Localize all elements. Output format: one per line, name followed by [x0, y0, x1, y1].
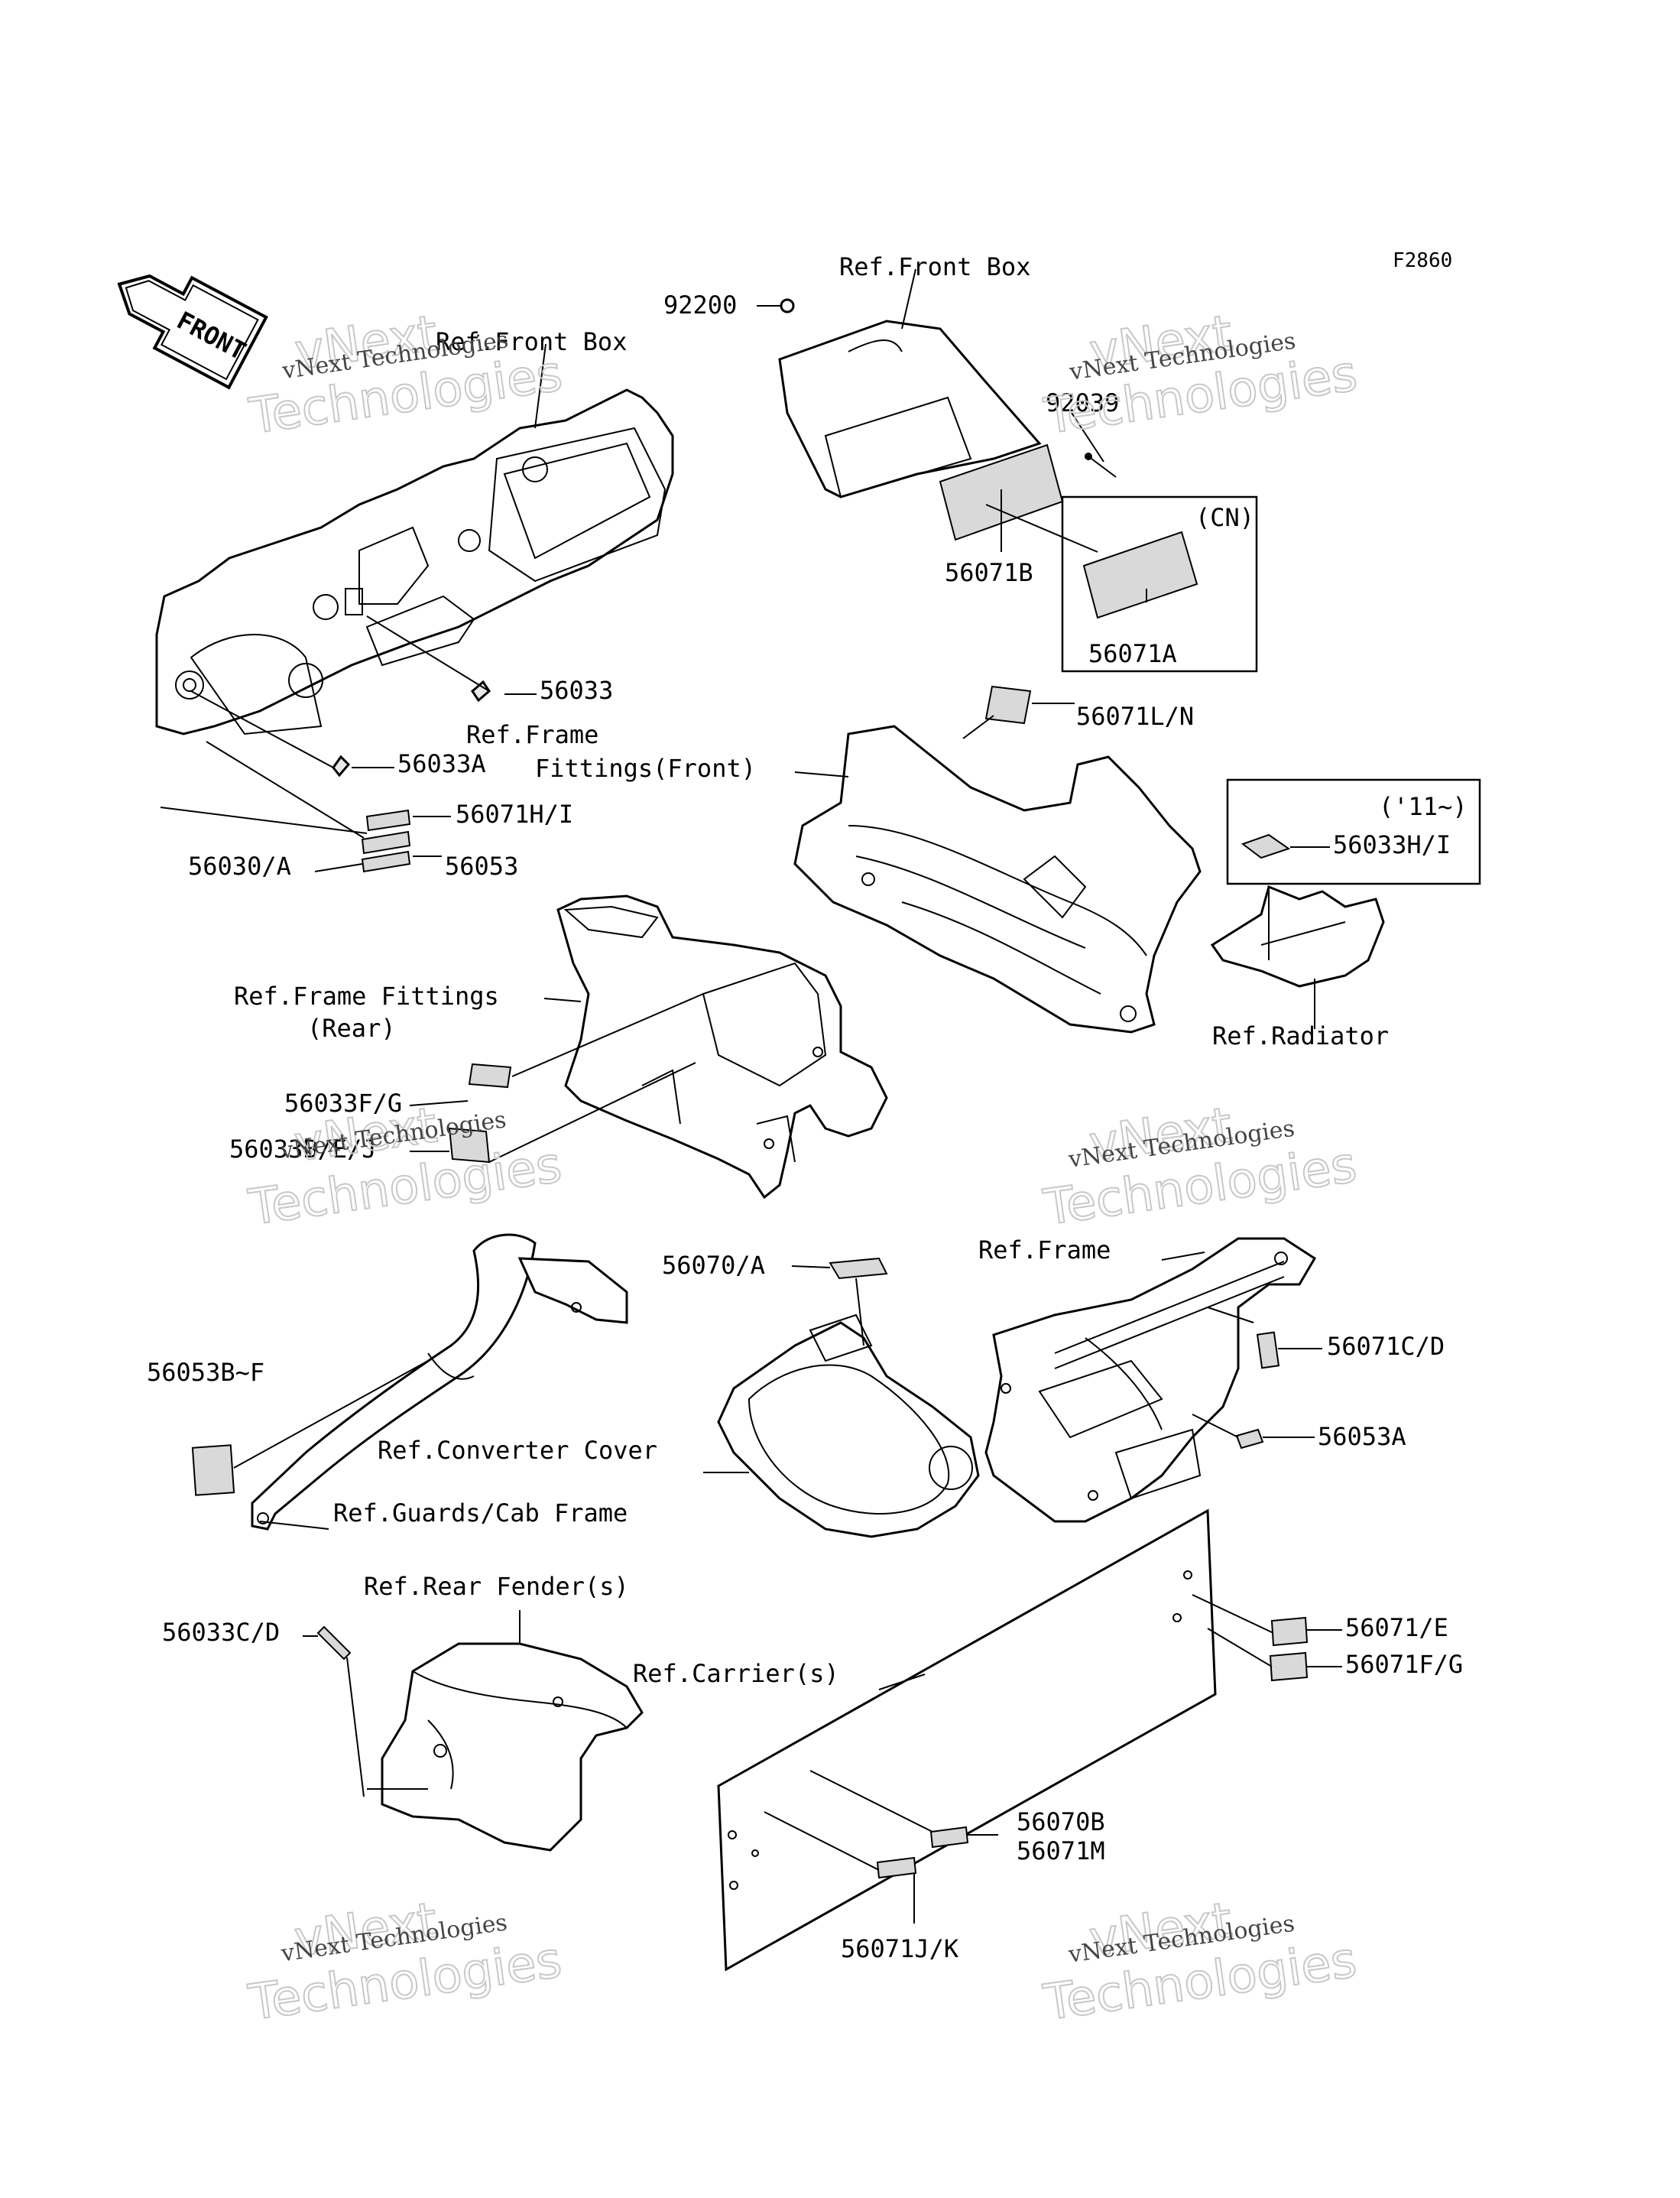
carrier-panel	[717, 1508, 1217, 1972]
cn-group-box	[1061, 495, 1258, 673]
guards-cab-frame	[251, 1233, 628, 1531]
decal-56071JK	[876, 1856, 917, 1879]
dashboard-panel	[155, 388, 674, 735]
label-ref-frame: Ref.Frame	[978, 1235, 1111, 1265]
label-56070B: 56070B	[1017, 1807, 1105, 1836]
decal-56053A	[1235, 1428, 1264, 1450]
leader-lines	[160, 268, 1342, 1924]
label-56033: 56033	[540, 676, 613, 705]
decal-56053	[361, 830, 411, 855]
label-ref-frame-fittings-front-1: Ref.Frame	[466, 720, 598, 749]
labels: 92200 Ref.Front Box Ref.Front Box 92039 …	[147, 252, 1468, 1963]
label-56033A: 56033A	[397, 749, 486, 778]
label-56033FG: 56033F/G	[284, 1089, 402, 1118]
label-56071FG: 56071F/G	[1345, 1650, 1463, 1679]
label-ref-converter-cover: Ref.Converter Cover	[378, 1436, 657, 1465]
frame-fittings-rear	[556, 894, 888, 1200]
label-92039: 92039	[1046, 388, 1119, 417]
label-56033BEJ: 56033B/E/J	[229, 1135, 377, 1164]
label-ref-front-box-top: Ref.Front Box	[839, 252, 1030, 281]
decal-56071A	[1082, 531, 1198, 619]
decal-56070B	[929, 1826, 969, 1849]
watermark-mid-right: vNext Technologies vNext Technologies	[1039, 1096, 1361, 1237]
label-56053BF: 56053B~F	[147, 1358, 264, 1387]
label-ref-frame-fittings-rear-1: Ref.Frame Fittings	[234, 982, 499, 1011]
label-56071E: 56071/E	[1345, 1613, 1448, 1642]
label-56071LN: 56071L/N	[1076, 702, 1194, 731]
decal-56053BF	[191, 1444, 235, 1496]
decal-56071E	[1270, 1616, 1309, 1647]
decal-56071HI	[365, 809, 411, 832]
label-56033HI: 56033H/I	[1333, 830, 1451, 859]
watermark-top-right: vNext Technologies vNext Technologies	[1040, 304, 1361, 446]
front-box	[778, 298, 1117, 498]
clip-56033	[471, 680, 491, 703]
converter-cover	[717, 1313, 980, 1538]
decal-56033HI	[1241, 833, 1291, 859]
label-56033CD: 56033C/D	[162, 1618, 280, 1647]
label-ref-radiator: Ref.Radiator	[1212, 1021, 1389, 1050]
label-56071B: 56071B	[945, 558, 1033, 587]
label-ref-frame-fittings-rear-2: (Rear)	[307, 1014, 396, 1043]
decal-56033FG	[468, 1063, 512, 1089]
watermark-bottom-right: vNext Technologies vNext Technologies	[1039, 1891, 1361, 2032]
main-frame	[984, 1237, 1317, 1523]
label-ref-frame-fittings-front-2: Fittings(Front)	[535, 754, 756, 783]
label-year11: ('11~)	[1379, 792, 1468, 821]
label-ref-guards-cab-frame: Ref.Guards/Cab Frame	[333, 1498, 628, 1528]
label-56071JK: 56071J/K	[841, 1934, 959, 1963]
decal-56071LN	[984, 685, 1032, 725]
watermark-top-left: vNext Technologies vNext Technologies	[245, 304, 566, 446]
decal-56030A	[361, 850, 411, 873]
figure-id: F2860	[1393, 249, 1452, 272]
label-56071A: 56071A	[1088, 639, 1177, 668]
label-56071HI: 56071H/I	[456, 800, 573, 829]
label-56030A: 56030/A	[188, 852, 291, 881]
rear-fender	[381, 1642, 644, 1852]
front-arrow-icon: FRONT	[117, 274, 268, 390]
label-92200: 92200	[663, 291, 737, 320]
decal-56071CD	[1256, 1331, 1280, 1369]
watermark-bottom-left: vNext Technologies vNext Technologies	[245, 1891, 566, 2032]
label-56071M: 56071M	[1017, 1836, 1105, 1865]
label-56053A: 56053A	[1318, 1422, 1406, 1451]
label-ref-carriers: Ref.Carrier(s)	[633, 1659, 839, 1688]
radiator-plate	[1210, 885, 1385, 988]
label-ref-front-box-left: Ref.Front Box	[436, 327, 627, 356]
decal-56033CD	[316, 1625, 352, 1661]
decal-56070A	[829, 1257, 888, 1280]
label-cn: (CN)	[1195, 503, 1254, 532]
clip-56033A	[332, 755, 351, 778]
frame-fittings-front	[793, 725, 1202, 1034]
label-56053: 56053	[445, 852, 518, 881]
label-56070A: 56070/A	[662, 1251, 765, 1280]
label-56071CD: 56071C/D	[1327, 1332, 1445, 1361]
year11-group-box	[1226, 778, 1481, 885]
decal-56071FG	[1269, 1651, 1309, 1682]
label-ref-rear-fender: Ref.Rear Fender(s)	[364, 1572, 629, 1601]
